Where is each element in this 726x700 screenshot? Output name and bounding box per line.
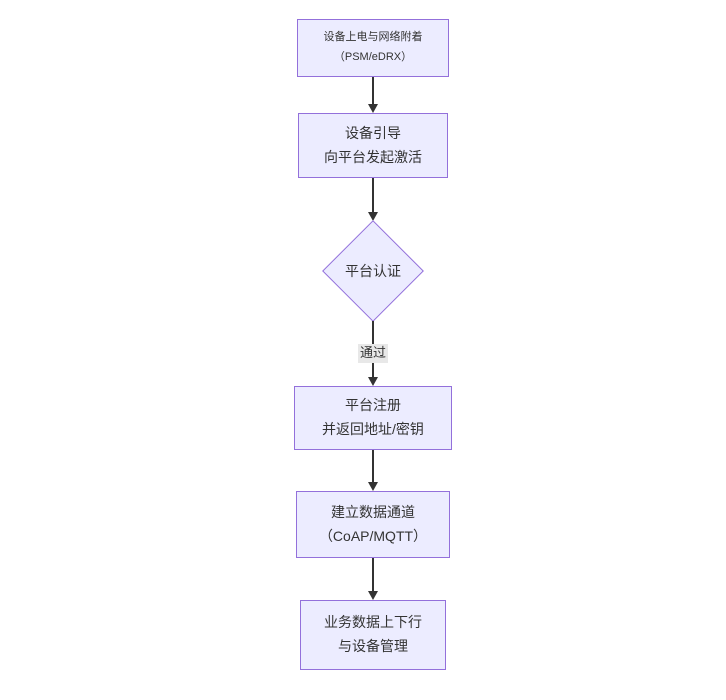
node-bootstrap-line1: 设备引导 [345, 124, 401, 141]
node-power-attach: 设备上电与网络附着 （PSM/eDRX） [297, 19, 449, 77]
node-business-data-line2: 与设备管理 [338, 638, 408, 654]
node-power-attach-line2: （PSM/eDRX） [333, 51, 413, 63]
edge-line [372, 450, 374, 482]
node-power-attach-line1: 设备上电与网络附着 [323, 31, 423, 44]
arrow-down-icon [368, 482, 378, 491]
node-data-channel-line2: （CoAP/MQTT） [318, 527, 428, 544]
node-business-data-line1: 业务数据上下行 [324, 614, 422, 631]
node-business-data: 业务数据上下行 与设备管理 [300, 600, 446, 670]
arrow-down-icon [368, 104, 378, 113]
arrow-down-icon [368, 377, 378, 386]
node-platform-auth-label: 平台认证 [345, 263, 401, 279]
node-register: 平台注册 并返回地址/密钥 [294, 386, 452, 450]
edge-line [372, 178, 374, 212]
edge-line [372, 558, 374, 591]
node-data-channel: 建立数据通道 （CoAP/MQTT） [296, 491, 450, 558]
edge-label-pass: 通过 [357, 344, 389, 363]
arrow-down-icon [368, 212, 378, 221]
arrow-down-icon [368, 591, 378, 600]
node-bootstrap-line2: 向平台发起激活 [324, 148, 422, 165]
node-data-channel-line1: 建立数据通道 [331, 503, 415, 520]
node-register-line2: 并返回地址/密钥 [322, 421, 424, 437]
edge-line [372, 77, 374, 104]
node-bootstrap: 设备引导 向平台发起激活 [298, 113, 448, 178]
node-register-line1: 平台注册 [345, 397, 401, 414]
